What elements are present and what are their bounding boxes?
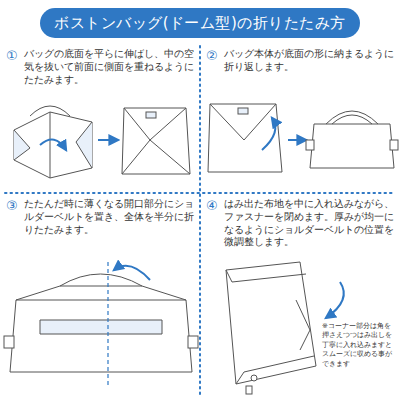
fold-arrow [114,266,150,280]
step-text: バッグ本体が底面の形に納まるように折り返します。 [224,48,394,74]
step-arrow [288,139,306,141]
step-number: ② [206,47,224,65]
bag-wide [4,274,198,372]
step-text: はみ出た布地を中に入れ込みながら、ファスナーを閉めます。厚みが均一になるようにシ… [224,198,394,249]
fold-arrow [262,118,275,150]
step-number: ④ [206,197,224,215]
step-number: ① [6,47,24,65]
bag-folded-sides [122,108,190,174]
title-banner: ボストンバッグ(ドーム型)の折りたたみ方 [40,8,360,38]
step-text: たたんだ時に薄くなる開口部分にショルダーベルトを置き、全体を半分に折りたたみます… [24,198,194,236]
step-number: ③ [6,197,24,215]
bag-folded-half [226,262,316,394]
step-arrow [98,139,118,141]
bag-unfolding [14,106,92,178]
title: ボストンバッグ(ドーム型)の折りたたみ方 [54,14,346,33]
note: ※コーナー部分は角を押さえつつはみ出しを丁寧に入れ込みますとスムーズに収める事が… [322,322,396,369]
fold-line [107,262,108,388]
fold-arrow [40,140,66,150]
dotted-separator [199,46,201,396]
tuck-arrow [326,282,344,318]
bag-flat [306,111,398,168]
step-text: バッグの底面を平らに伸ばし、中の空気を抜いて前面に側面を重ねるようにたたみます。 [24,48,194,86]
bag-folded-sides [208,104,282,172]
